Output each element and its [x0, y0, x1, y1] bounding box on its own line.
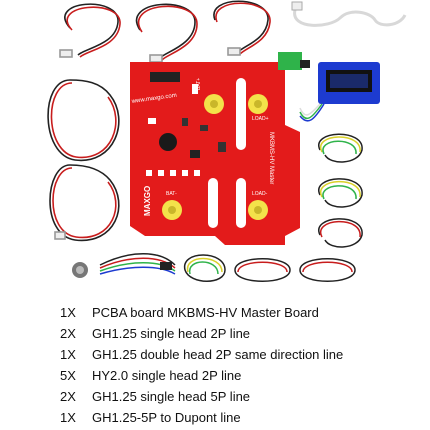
item-quantity: 5X [60, 368, 76, 383]
parts-list-item: 2X GH1.25 single head 2P line [0, 326, 430, 346]
parts-list-item: 1X PCBA board MKBMS-HV Master Board [0, 305, 430, 325]
item-quantity: 2X [60, 389, 76, 404]
label-load-minus: LOAD- [252, 191, 268, 197]
wire-loop-left-2 [49, 164, 120, 242]
buzzer [159, 133, 177, 151]
green-terminal [278, 52, 302, 70]
coil-bottom-3 [299, 258, 356, 282]
board-header-black [150, 72, 180, 82]
item-quantity: 1X [60, 305, 76, 320]
board-title: MKBMS-HV Master [268, 132, 274, 184]
parts-list-item: 1X GH1.25 double head 2P same direction … [0, 347, 430, 367]
parts-list-item: 2X GH1.25 single head 5P line [0, 389, 430, 409]
parts-list-item: 1X GH1.25-5P to Dupont line [0, 410, 430, 430]
wire-loop-top-left [59, 3, 121, 58]
coil-bottom-1 [184, 254, 226, 282]
wire-loop-left-1 [47, 79, 120, 161]
coil-right-1 [318, 133, 363, 163]
usb-cable [291, 1, 407, 27]
coil-right-3 [318, 218, 363, 248]
item-description: GH1.25 single head 5P line [92, 389, 251, 404]
slot-1 [236, 78, 246, 150]
label-bat-plus: BAT+ [196, 78, 202, 90]
push-button-switch [72, 262, 88, 278]
dupont-cable [99, 253, 176, 275]
label-load-plus: LOAD+ [252, 116, 269, 122]
coil-right-2 [318, 178, 363, 208]
parts-list: 1X PCBA board MKBMS-HV Master Board 2X G… [0, 300, 430, 430]
chip [190, 150, 200, 158]
item-quantity: 1X [60, 347, 76, 362]
wire-loop-top-right [213, 0, 271, 56]
item-description: PCBA board MKBMS-HV Master Board [92, 305, 319, 320]
item-description: GH1.25-5P to Dupont line [92, 410, 241, 425]
label-bat-minus: BAT- [166, 191, 177, 197]
product-photo: www.maxgo.com MAXGO MKBMS-HV Master BAT+… [47, 0, 407, 282]
small-switch [300, 60, 310, 68]
slot-2 [208, 178, 218, 228]
item-description: GH1.25 double head 2P same direction lin… [92, 347, 344, 362]
item-quantity: 2X [60, 326, 76, 341]
pcba-board: www.maxgo.com MAXGO MKBMS-HV Master BAT+… [130, 52, 302, 245]
item-quantity: 1X [60, 410, 76, 425]
oled-screen-module [299, 62, 380, 122]
item-description: HY2.0 single head 2P line [92, 368, 242, 383]
item-description: GH1.25 single head 2P line [92, 326, 251, 341]
coil-bottom-2 [234, 258, 291, 282]
wire-loop-top-mid [136, 3, 198, 63]
parts-list-item: 5X HY2.0 single head 2P line [0, 368, 430, 388]
slot-3 [236, 178, 246, 228]
board-logo: MAXGO [143, 186, 152, 216]
